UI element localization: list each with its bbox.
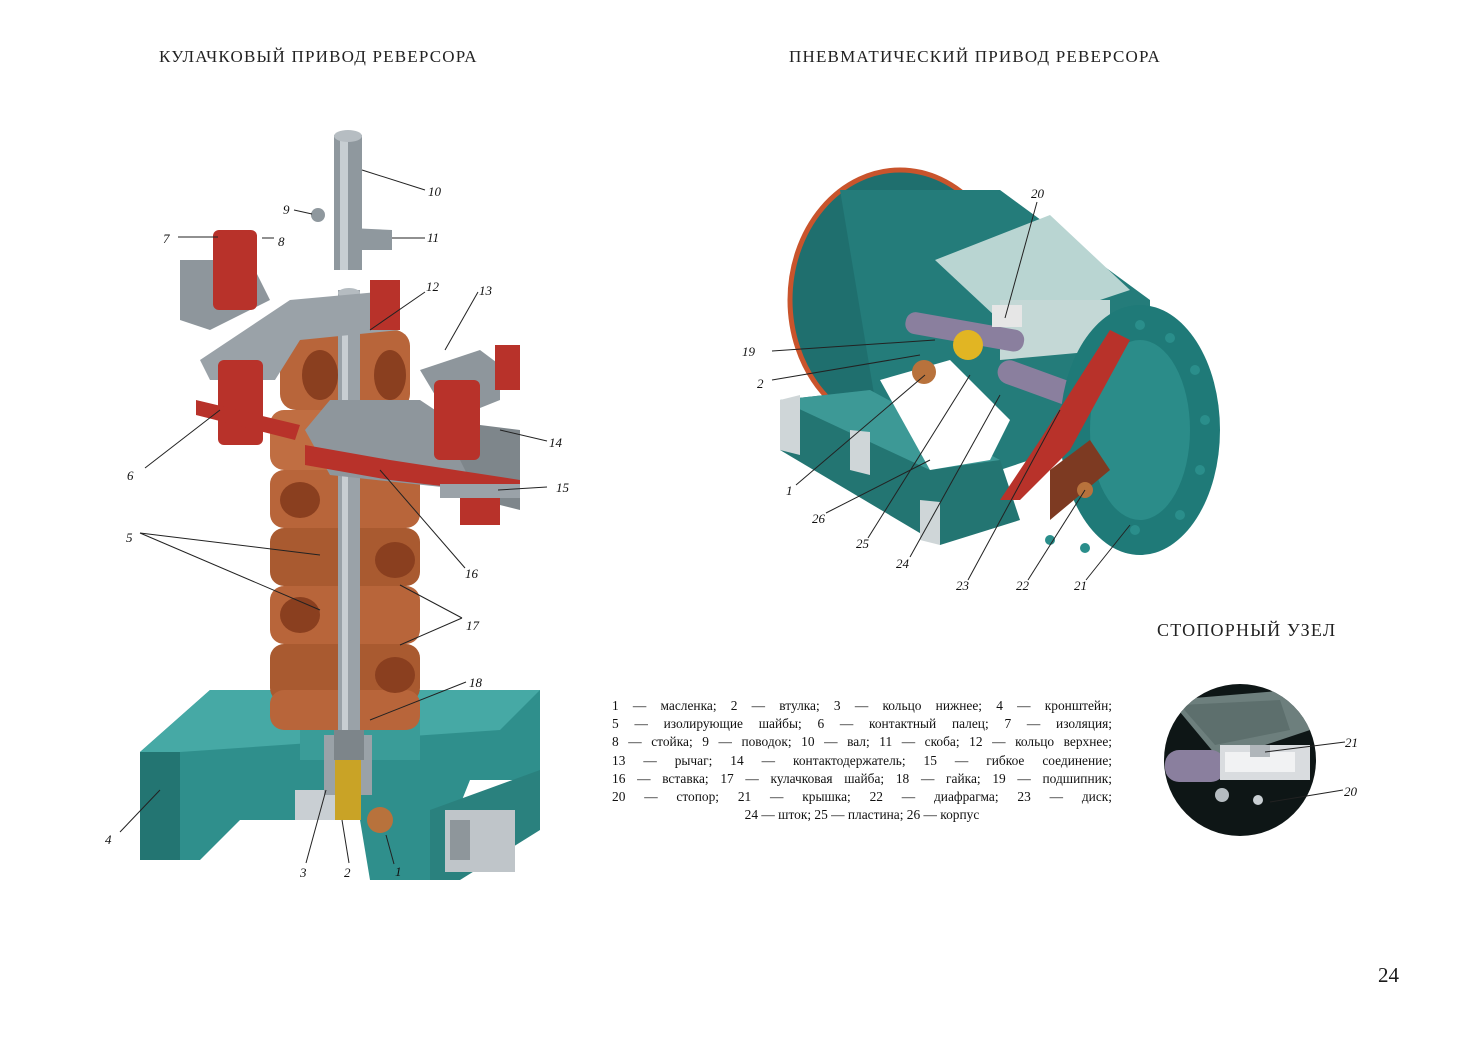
cam-leader-lines [119,169,548,865]
lock-callout-21: 21 [1345,735,1358,750]
oiler-icon [367,807,393,833]
pneumatic-callout-26: 26 [812,511,825,526]
housing-base [780,390,1020,545]
pneumatic-callout-24: 24 [896,556,909,571]
callout-3: 3 [300,865,307,880]
legend-line: 16 — вставка; 17 — кулачковая шайба; 18 … [612,770,1112,786]
callout-5: 5 [126,530,133,545]
diaphragm [1000,330,1130,500]
callout-6: 6 [127,468,134,483]
pneumatic-callout-21: 21 [1074,578,1087,593]
top-shaft [311,130,392,270]
callout-12: 12 [426,279,439,294]
bearing [953,330,983,360]
cover-bolts [1045,320,1210,553]
contact-fingers [196,230,520,525]
lock-callout-20: 20 [1344,784,1357,799]
cam-drive-title: КУЛАЧКОВЫЙ ПРИВОД РЕВЕРСОРА [159,47,478,66]
lock-unit-title: СТОПОРНЫЙ УЗЕЛ [1157,620,1337,640]
callout-14: 14 [549,435,562,450]
pneumatic-callout-20: 20 [1031,186,1044,201]
cam-drive-illustration [119,130,548,880]
callout-8: 8 [278,234,285,249]
legend-line: 13 — рычаг; 14 — контактодержатель; 15 —… [612,752,1112,768]
pneumatic-callout-23: 23 [956,578,969,593]
pneumatic-callout-25: 25 [856,536,869,551]
callout-7: 7 [163,231,170,246]
pneumatic-drive-title: ПНЕВМАТИЧЕСКИЙ ПРИВОД РЕВЕРСОРА [789,47,1161,66]
pneumatic-drive-illustration [771,167,1220,581]
lock-unit-inset [1164,684,1346,836]
legend-line: 24 — шток; 25 — пластина; 26 — корпус [744,807,980,823]
legend-line: 20 — стопор; 21 — крышка; 22 — диафрагма… [612,789,1112,805]
callout-16: 16 [465,566,478,581]
legend-line: 5 — изолирующие шайбы; 6 — контактный па… [612,716,1112,732]
callout-11: 11 [427,230,440,245]
callout-4: 4 [105,832,112,847]
callout-18: 18 [469,675,482,690]
pneumatic-callout-1: 1 [786,483,793,498]
legend-line: 8 — стойка; 9 — поводок; 10 — вал; 11 — … [612,734,1112,750]
callout-2: 2 [344,865,351,880]
callout-17: 17 [466,618,479,633]
legend-line: 1 — масленка; 2 — втулка; 3 — кольцо ниж… [612,698,1112,713]
callout-13: 13 [479,283,492,298]
parts-legend: 1 — масленка; 2 — втулка; 3 — кольцо ниж… [612,697,1112,824]
page-number: 24 [1378,963,1399,987]
pneumatic-callout-19: 19 [742,344,755,359]
callout-9: 9 [283,202,290,217]
callout-10: 10 [428,184,441,199]
callout-15: 15 [556,480,569,495]
pneumatic-callout-22: 22 [1016,578,1029,593]
pneumatic-callout-2: 2 [757,376,764,391]
callout-1: 1 [395,864,402,879]
pneumatic-leader-lines [771,201,1131,581]
